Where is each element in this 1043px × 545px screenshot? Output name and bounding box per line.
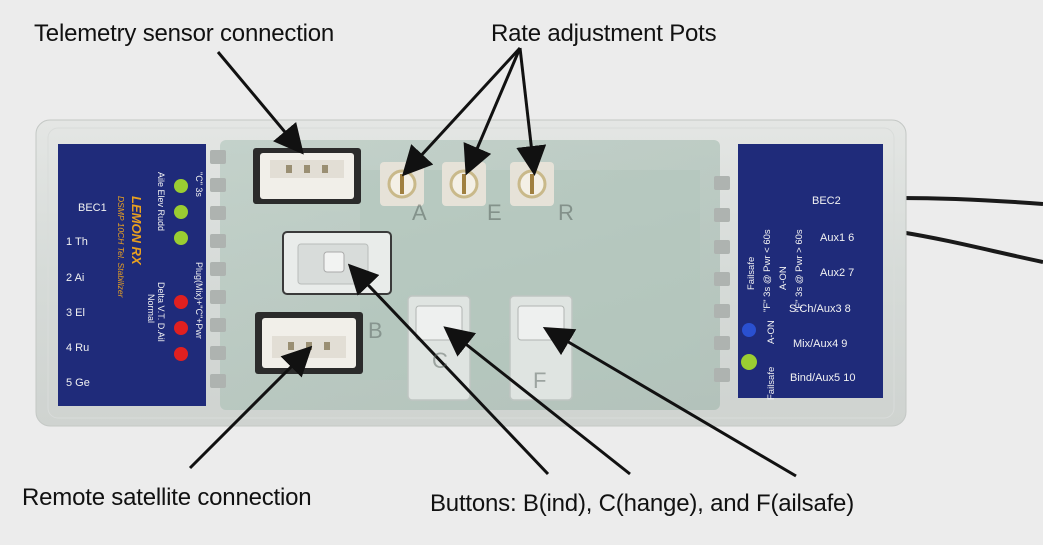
- right-pin-slots: [714, 176, 730, 382]
- led-red-dail: [174, 347, 188, 361]
- arrow-pot-a: [401, 46, 522, 177]
- right-aon-rule: "F" 3s @ Pwr > 60s: [794, 229, 805, 312]
- antenna-wire-1: [899, 196, 1043, 206]
- case-rim: [47, 127, 895, 419]
- left-led-red-normal: Normal: [146, 294, 156, 324]
- callout-rate-pots: Rate adjustment Pots: [491, 20, 717, 47]
- left-channel-1: 1 Th: [66, 236, 88, 248]
- button-letter-b: B: [368, 318, 383, 343]
- led-red-delta: [174, 295, 188, 309]
- left-pin-slots: [210, 150, 226, 388]
- callout-buttons: Buttons: B(ind), C(hange), and F(ailsafe…: [430, 490, 854, 517]
- led-green-aile: [174, 179, 188, 193]
- left-channel-4: 4 Ru: [66, 342, 90, 354]
- right-failsafe-led-label: Failsafe: [766, 366, 777, 400]
- arrow-telemetry: [216, 51, 304, 155]
- pot-letter-e: E: [487, 200, 502, 225]
- pot-r: [510, 162, 554, 206]
- callout-satellite: Remote satellite connection: [22, 484, 312, 511]
- left-channel-bec1: BEC1: [78, 202, 107, 214]
- left-channel-2: 2 Ai: [66, 272, 85, 284]
- antenna-wire-2: [899, 230, 1043, 264]
- right-failsafe-rule: "F" 3s @ Pwr < 60s: [762, 229, 773, 312]
- led-red-vt: [174, 321, 188, 335]
- right-aon-led-label: A-ON: [766, 320, 777, 344]
- brand-logo: LEMON RX: [129, 196, 144, 265]
- arrow-button-c: [443, 326, 631, 476]
- left-channel-5: 5 Ge: [66, 377, 90, 389]
- right-channel-6: Aux1 6: [820, 232, 855, 244]
- callout-telemetry: Telemetry sensor connection: [34, 20, 335, 47]
- arrow-pot-e: [463, 47, 522, 176]
- right-label-panel: [738, 144, 883, 398]
- arrow-button-b: [347, 263, 550, 476]
- left-channel-3: 3 El: [66, 307, 85, 319]
- button-letter-c: C: [432, 348, 448, 373]
- led-blue-aon: [742, 323, 756, 337]
- arrow-satellite: [188, 345, 313, 470]
- left-led-red-head: Plug(Mix)+"C"+Pwr: [194, 262, 204, 339]
- pot-letter-r: R: [558, 200, 574, 225]
- arrow-pot-r: [516, 47, 547, 176]
- right-channel-10: Bind/Aux5 10: [790, 372, 856, 384]
- right-channel-8: S.Ch/Aux3 8: [789, 303, 851, 315]
- right-channel-7: Aux2 7: [820, 267, 855, 279]
- arrow-button-f: [542, 326, 797, 478]
- right-failsafe-title: Failsafe: [746, 256, 757, 290]
- left-led-red-names: Delta V.T. D.Ail: [156, 282, 166, 342]
- left-led-green-names: Aile Elev Rudd: [156, 172, 166, 232]
- pot-letter-a: A: [412, 200, 427, 225]
- right-channel-9: Mix/Aux4 9: [793, 338, 848, 350]
- model-text: DSMP 10CH Tel. Stabilizer: [116, 196, 126, 298]
- left-led-green-head: "C" 3s: [194, 172, 204, 197]
- pot-e: [442, 162, 486, 206]
- led-green-failsafe: [741, 354, 757, 370]
- button-letter-f: F: [533, 368, 547, 393]
- led-green-rudd: [174, 231, 188, 245]
- right-aon-title: A-ON: [778, 266, 789, 290]
- led-green-elev: [174, 205, 188, 219]
- right-channel-bec2: BEC2: [812, 195, 841, 207]
